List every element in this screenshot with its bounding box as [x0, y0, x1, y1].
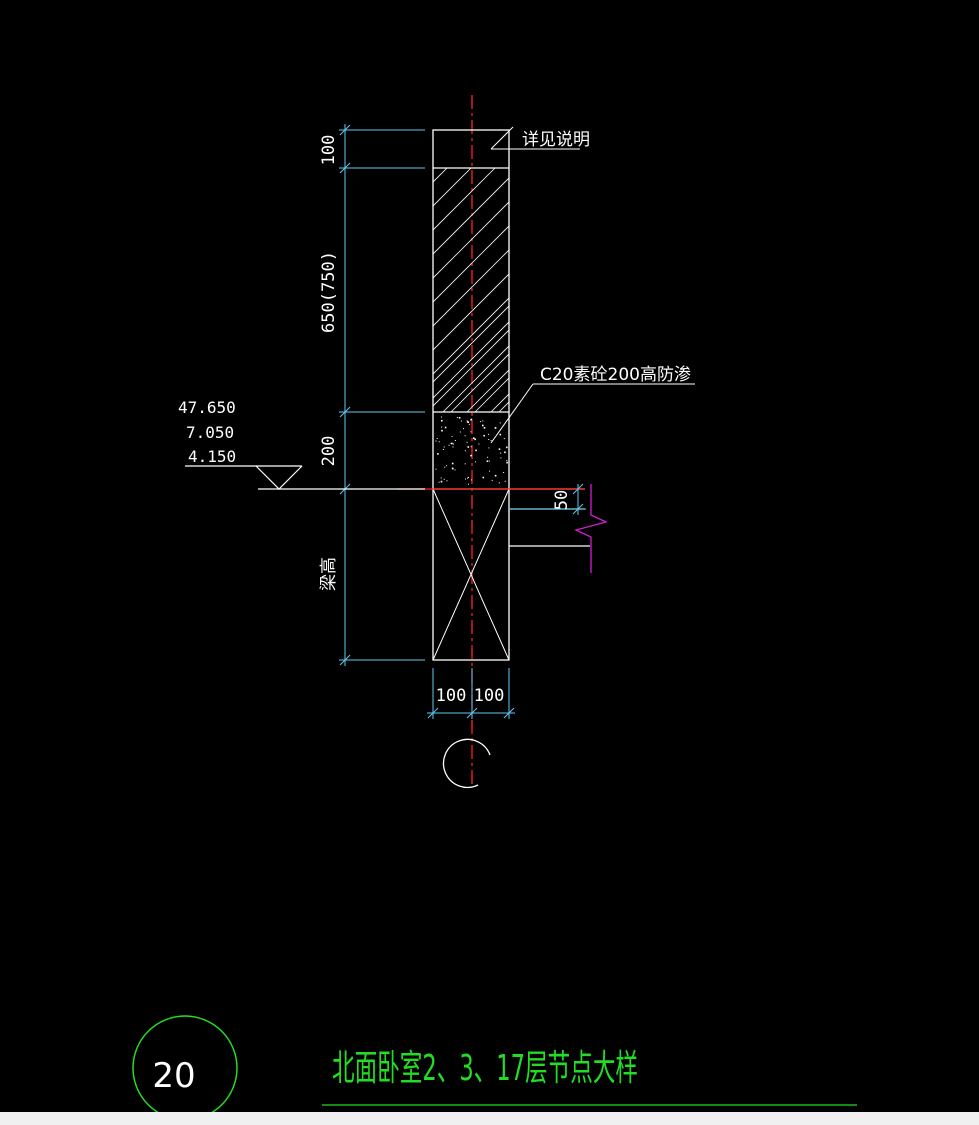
slab-offset-dimension: [509, 483, 586, 515]
leader-detail-note: [490, 126, 580, 150]
width-dimension: [427, 668, 515, 719]
dim-text-slab-offset: 50: [552, 490, 572, 510]
upstand-note-label: C20素砼200高防渗: [540, 365, 691, 385]
elevation-3: 4.150: [188, 447, 236, 466]
dim-text-top: 100: [319, 135, 339, 166]
detail-number: 20: [152, 1056, 195, 1096]
dim-text-width-left: 100: [436, 686, 467, 706]
break-line: [574, 484, 608, 573]
beam-section: [432, 488, 510, 661]
drawing-title: 北面卧室2、3、17层节点大样: [332, 1048, 638, 1089]
vertical-dimension: [339, 124, 425, 666]
concrete-upstand-fill: [435, 416, 508, 485]
dim-text-width-right: 100: [474, 686, 505, 706]
detail-note-label: 详见说明: [522, 130, 590, 150]
elevation-1: 47.650: [178, 398, 236, 417]
elevation-2: 7.050: [186, 423, 234, 442]
elevation-marker: [185, 465, 425, 490]
masonry-hatch: [433, 168, 509, 412]
status-bar: [0, 1112, 979, 1125]
dim-text-beam-height: 梁高: [319, 557, 339, 591]
dim-text-middle: 650(750): [319, 251, 339, 333]
axis-bubble: [442, 738, 491, 789]
leader-upstand-note: [490, 383, 695, 444]
dim-text-lower: 200: [319, 436, 339, 467]
